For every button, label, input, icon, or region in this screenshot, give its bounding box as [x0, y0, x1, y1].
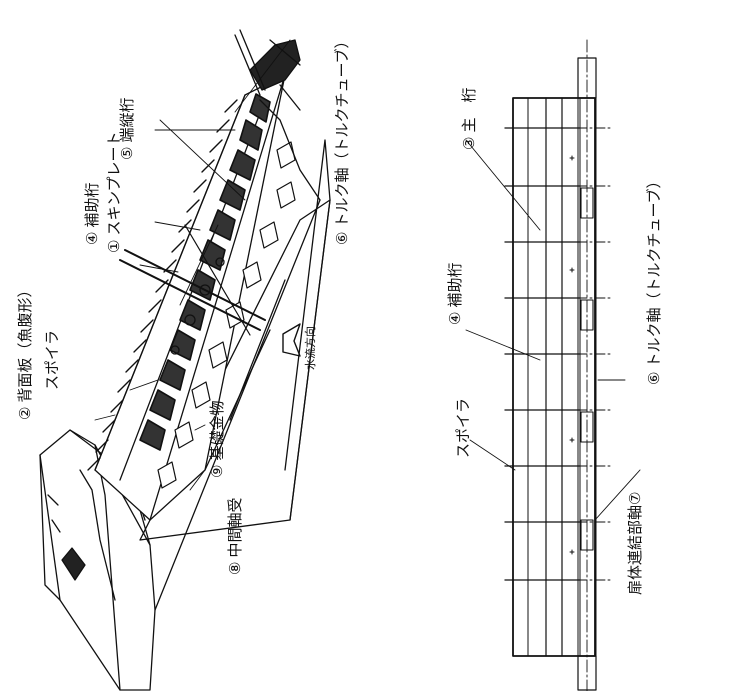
- callout-number: ⑦: [626, 491, 644, 505]
- plan-leaders: [465, 139, 641, 521]
- callout-number: ①: [105, 239, 123, 253]
- callout-text: 中間軸受: [226, 497, 244, 558]
- callout-text: 補助桁: [446, 262, 464, 308]
- callout-number: ③: [460, 136, 478, 150]
- callout-number: ⑥: [333, 231, 351, 245]
- callout-text: トルク軸（トルクチューブ）: [645, 173, 663, 368]
- plan-view: [465, 39, 641, 691]
- flow-arrow: [282, 323, 301, 357]
- bearings: [157, 141, 296, 489]
- channel: [139, 139, 331, 611]
- label-aux-girder-right: ④ 補助桁: [446, 262, 464, 325]
- gate-leaf: [87, 74, 296, 521]
- callout-number: ④: [446, 311, 464, 325]
- label-backplate: ② 背面板（魚腹形）: [16, 282, 34, 420]
- callout-text: 端縦桁: [118, 97, 136, 143]
- plus-marks: [569, 155, 575, 555]
- label-flow-direction: 水流方向: [304, 326, 317, 370]
- callout-number: ④: [83, 231, 101, 245]
- label-leaf-coupling-shaft: 扉体連結部軸⑦: [626, 488, 644, 595]
- label-aux-girder-left: ④ 補助桁: [83, 182, 101, 245]
- label-end-girder: ⑤ 端縦桁: [118, 97, 136, 160]
- perspective-view: [39, 29, 331, 691]
- callout-text: 補助桁: [83, 182, 101, 228]
- leader-lines: [94, 39, 291, 491]
- callout-text: トルク軸（トルクチューブ）: [333, 33, 351, 228]
- actuator-assembly: [234, 29, 321, 201]
- label-middle-bearing: ⑧ 中間軸受: [226, 497, 244, 575]
- callout-number: ⑥: [645, 371, 663, 385]
- label-spoiler-left: スポイラ: [43, 329, 61, 390]
- label-torque-shaft-right: ⑥ トルク軸（トルクチューブ）: [645, 173, 663, 385]
- callout-number: ②: [16, 406, 34, 420]
- callout-number: ⑧: [226, 561, 244, 575]
- tube-couplings: [580, 187, 594, 551]
- callout-text: 基礎金物: [208, 400, 226, 461]
- callout-number: ⑤: [118, 146, 136, 160]
- label-spoiler-right: スポイラ: [454, 397, 472, 458]
- label-main-girder: ③ 主 桁: [460, 87, 478, 150]
- internal-girders: [139, 93, 271, 451]
- callout-number: ⑨: [208, 464, 226, 478]
- label-torque-shaft-left: ⑥ トルク軸（トルクチューブ）: [333, 33, 351, 245]
- callout-text: 主 桁: [460, 87, 478, 133]
- callout-text: 扉体連結部軸: [626, 504, 644, 595]
- label-foundation-metal: ⑨ 基礎金物: [208, 400, 226, 478]
- callout-text: 背面板（魚腹形）: [16, 282, 34, 403]
